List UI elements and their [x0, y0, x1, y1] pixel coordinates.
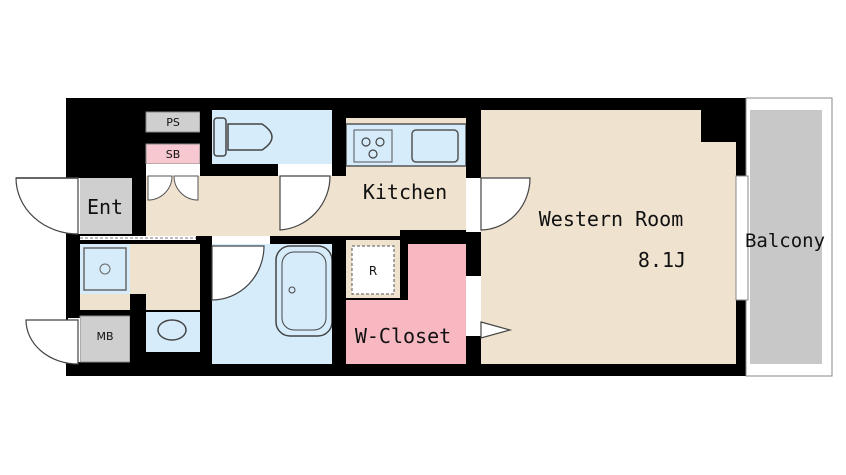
door-opening [466, 178, 481, 232]
door-opening [146, 164, 200, 176]
balcony-floor [750, 110, 822, 364]
pipe-space-label: PS [166, 116, 180, 129]
burner-icon [375, 137, 385, 147]
washbasin-area [146, 312, 200, 352]
partition-wall [332, 110, 346, 176]
entrance-floor [80, 178, 132, 234]
washing-machine [83, 247, 127, 291]
closet-door-swing [480, 321, 513, 339]
entrance-door-swing [15, 177, 79, 235]
western-room-size: 8.1J [638, 248, 686, 272]
kitchen-sink [411, 129, 459, 163]
door-opening [466, 276, 481, 336]
partition-wall [130, 294, 146, 364]
door-opening [278, 164, 332, 176]
toilet-bowl [227, 123, 273, 151]
meter-box-label: MB [96, 330, 113, 343]
bathtub-drain [288, 286, 296, 294]
partition-wall [200, 244, 212, 364]
shoe-box-door-swing [147, 175, 173, 201]
entrance-label: Ent [87, 195, 123, 219]
washbasin [157, 319, 187, 341]
bathroom-door-swing [211, 245, 265, 301]
kitchen-counter [345, 123, 467, 167]
balcony-label: Balcony [745, 230, 825, 252]
walk-in-closet-label: W-Closet [355, 324, 451, 348]
meter-box-area [79, 315, 131, 363]
walk-in-closet [346, 244, 466, 364]
partition-wall [400, 230, 480, 244]
refrigerator-label: R [369, 264, 377, 278]
partition-wall [200, 236, 346, 244]
washer-drain-icon [99, 263, 111, 275]
partition-wall [346, 298, 408, 300]
burner-icon [361, 137, 371, 147]
partition-wall [200, 110, 212, 176]
bathtub [275, 245, 333, 337]
refrigerator-icon [351, 245, 395, 295]
western-room-door-swing [480, 177, 531, 231]
stove [353, 129, 393, 163]
washing-machine-area [80, 244, 130, 294]
balcony-window [735, 175, 749, 301]
meter-door-swing [25, 319, 79, 365]
western-room-label: Western Room [539, 207, 684, 231]
shoe-box-door-swing [173, 175, 199, 201]
partition-wall [332, 236, 346, 364]
shoe-box-label: SB [166, 148, 181, 161]
toilet-tank [213, 117, 227, 157]
toilet-door-swing [279, 175, 331, 231]
burner-icon [368, 149, 378, 159]
kitchen-label: Kitchen [363, 180, 447, 204]
bathtub-inner [281, 251, 327, 331]
door-opening [212, 236, 270, 244]
western-room-floor [481, 110, 736, 364]
